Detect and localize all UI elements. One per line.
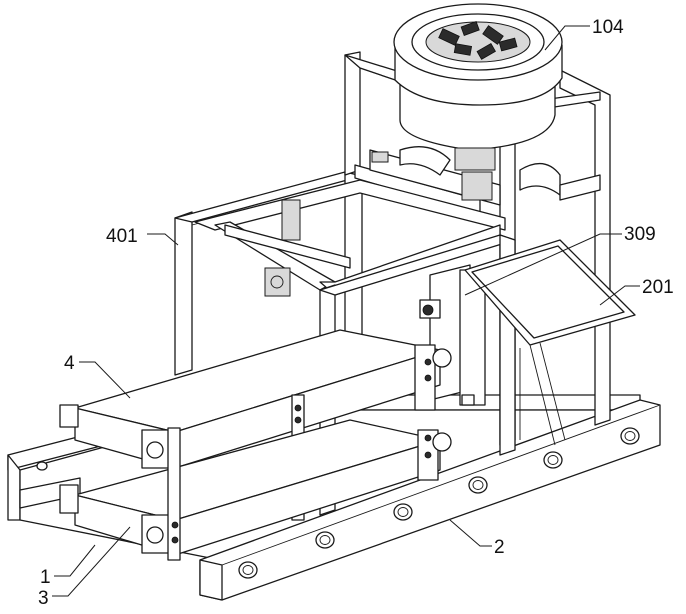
hopper [393, 3, 563, 171]
label-201: 201 [642, 277, 674, 298]
leader-lines [52, 25, 640, 597]
label-3: 3 [38, 588, 49, 609]
part-labels: 104 309 401 201 4 1 2 3 [38, 17, 674, 609]
label-2: 2 [494, 537, 505, 558]
label-4: 4 [64, 353, 75, 374]
upper-conveyor [59, 329, 452, 521]
lower-conveyor [59, 419, 452, 561]
feed-mechanism [369, 146, 601, 206]
label-401: 401 [106, 226, 138, 247]
label-104: 104 [592, 17, 624, 38]
rail-holes [36, 427, 640, 579]
discharge-chute [464, 239, 636, 446]
label-1: 1 [40, 567, 51, 588]
hopper-blades [438, 20, 518, 60]
label-309: 309 [624, 224, 656, 245]
